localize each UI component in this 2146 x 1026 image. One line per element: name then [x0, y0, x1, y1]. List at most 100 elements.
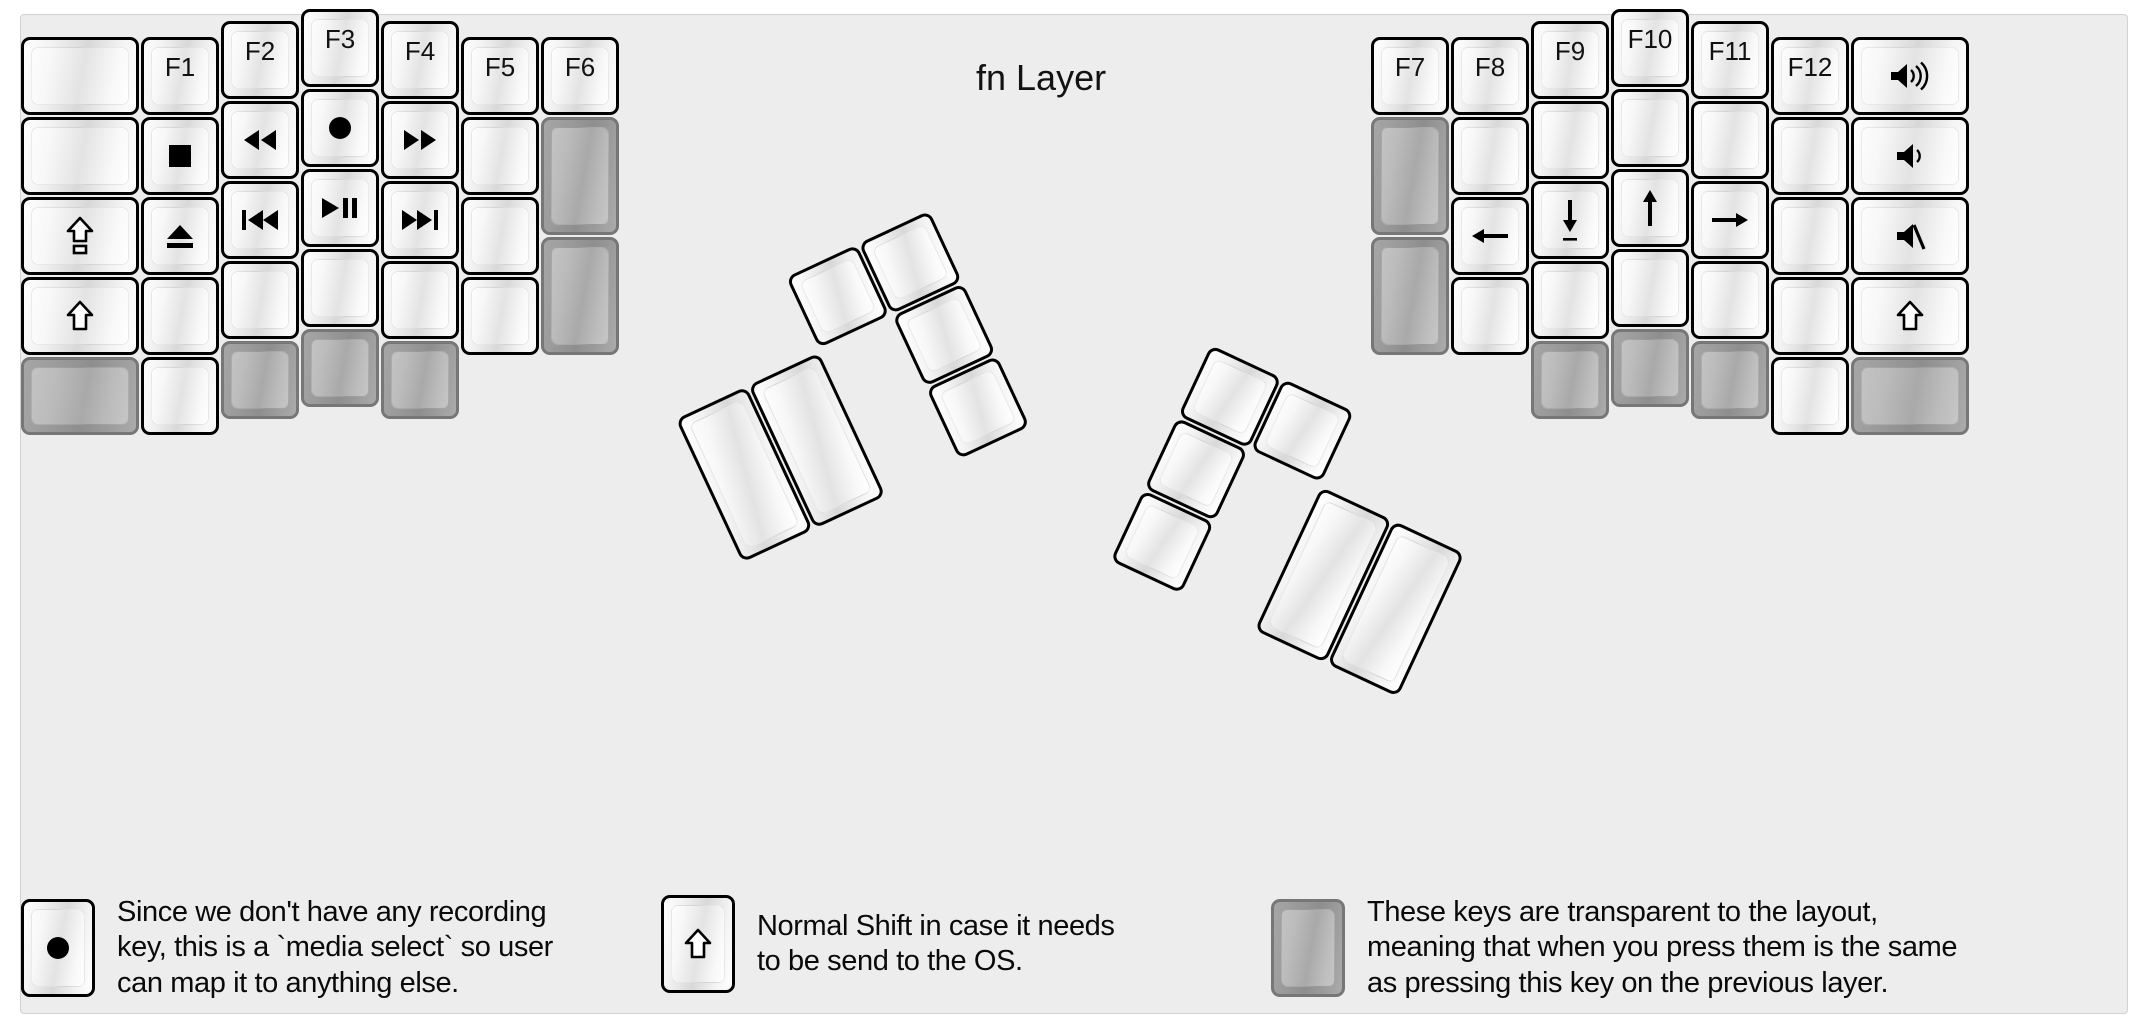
key-f5[interactable]: F5 [461, 37, 539, 115]
volume-mute-icon [1894, 221, 1926, 251]
key-media-play-pause[interactable] [301, 169, 379, 247]
key-blank[interactable] [1691, 261, 1769, 339]
legend-media-record-swatch[interactable] [21, 899, 95, 998]
keycap-face [231, 271, 289, 329]
key-blank[interactable] [1771, 117, 1849, 195]
key-f10[interactable]: F10 [1611, 9, 1689, 87]
key-f8[interactable]: F8 [1451, 37, 1529, 115]
keycap-face [1701, 271, 1759, 329]
key-transparent[interactable] [301, 329, 379, 407]
keycap-face [151, 287, 209, 345]
keycap-face [939, 368, 1017, 446]
key-blank[interactable] [1691, 101, 1769, 179]
key-media-eject[interactable] [141, 197, 219, 275]
key-arrow-left[interactable] [1451, 197, 1529, 275]
key-arrow-down[interactable] [1531, 181, 1609, 259]
key-transparent[interactable] [1691, 341, 1769, 419]
key-blank[interactable] [221, 261, 299, 339]
legend-line: can map it to anything else. [117, 966, 459, 999]
key-media-prev-track[interactable] [221, 181, 299, 259]
keycap-face [31, 47, 129, 105]
key-volume-up[interactable] [1851, 37, 1969, 115]
keycap-face [1621, 99, 1679, 157]
key-f9[interactable]: F9 [1531, 21, 1609, 99]
key-f3[interactable]: F3 [301, 9, 379, 87]
key-blank[interactable] [21, 117, 139, 195]
key-blank[interactable] [461, 197, 539, 275]
key-media-fast-forward[interactable] [381, 101, 459, 179]
legend-transparent-swatch[interactable] [1271, 899, 1345, 998]
key-transparent[interactable] [1611, 329, 1689, 407]
key-volume-mute[interactable] [1851, 197, 1969, 275]
key-arrow-right[interactable] [1691, 181, 1769, 259]
shift-icon [66, 300, 94, 332]
keycap-face [1701, 31, 1759, 89]
key-transparent[interactable] [221, 341, 299, 419]
key-blank[interactable] [1451, 117, 1529, 195]
key-caps-lock[interactable] [21, 197, 139, 275]
key-blank[interactable] [141, 277, 219, 355]
key-blank[interactable] [141, 357, 219, 435]
key-f11[interactable]: F11 [1691, 21, 1769, 99]
keycap-face [799, 257, 877, 335]
key-blank[interactable] [381, 261, 459, 339]
key-blank[interactable] [461, 117, 539, 195]
key-blank[interactable] [1771, 357, 1849, 435]
key-blank[interactable] [1451, 277, 1529, 355]
keycap-face [1381, 47, 1439, 105]
keycap-face [1621, 339, 1679, 397]
key-transparent[interactable] [1531, 341, 1609, 419]
key-transparent[interactable] [541, 117, 619, 235]
key-transparent[interactable] [541, 237, 619, 355]
keycap-face [311, 19, 369, 77]
legend-shift-swatch[interactable] [661, 895, 735, 993]
key-f7[interactable]: F7 [1371, 37, 1449, 115]
shift-icon [684, 928, 712, 960]
key-label: F3 [324, 24, 356, 54]
keycap-face [1781, 127, 1839, 185]
legend-transparent-text: These keys are transparent to the layout… [1367, 895, 1958, 1001]
key-media-next-track[interactable] [381, 181, 459, 259]
key-media-rewind[interactable] [221, 101, 299, 179]
key-f6[interactable]: F6 [541, 37, 619, 115]
key-shift[interactable] [21, 277, 139, 355]
keycap-face [551, 127, 609, 225]
keycap-face [391, 31, 449, 89]
key-arrow-up[interactable] [1611, 169, 1689, 247]
key-blank[interactable] [1771, 197, 1849, 275]
key-transparent[interactable] [21, 357, 139, 435]
key-f2[interactable]: F2 [221, 21, 299, 99]
key-transparent[interactable] [1371, 237, 1449, 355]
key-blank[interactable] [1611, 89, 1689, 167]
key-volume-down[interactable] [1851, 117, 1969, 195]
key-media-stop[interactable] [141, 117, 219, 195]
key-blank[interactable] [1531, 101, 1609, 179]
key-f4[interactable]: F4 [381, 21, 459, 99]
key-blank[interactable] [1771, 277, 1849, 355]
media-next-track-icon [400, 208, 440, 232]
key-blank[interactable] [1611, 249, 1689, 327]
key-transparent[interactable] [1371, 117, 1449, 235]
keycap-face [1621, 259, 1679, 317]
key-f1[interactable]: F1 [141, 37, 219, 115]
keycap-face [231, 31, 289, 89]
keycap-face [551, 247, 609, 345]
key-blank[interactable] [461, 277, 539, 355]
keycap-face [1781, 287, 1839, 345]
key-shift[interactable] [1851, 277, 1969, 355]
key-media-record[interactable] [301, 89, 379, 167]
key-blank[interactable] [21, 37, 139, 115]
key-transparent[interactable] [381, 341, 459, 419]
key-f12[interactable]: F12 [1771, 37, 1849, 115]
key-transparent[interactable] [1851, 357, 1969, 435]
keycap-face [1461, 47, 1519, 105]
key-blank[interactable] [1531, 261, 1609, 339]
key-label: F6 [564, 52, 596, 82]
key-label: F8 [1474, 52, 1506, 82]
media-play-pause-icon [320, 196, 360, 220]
key-blank[interactable] [301, 249, 379, 327]
